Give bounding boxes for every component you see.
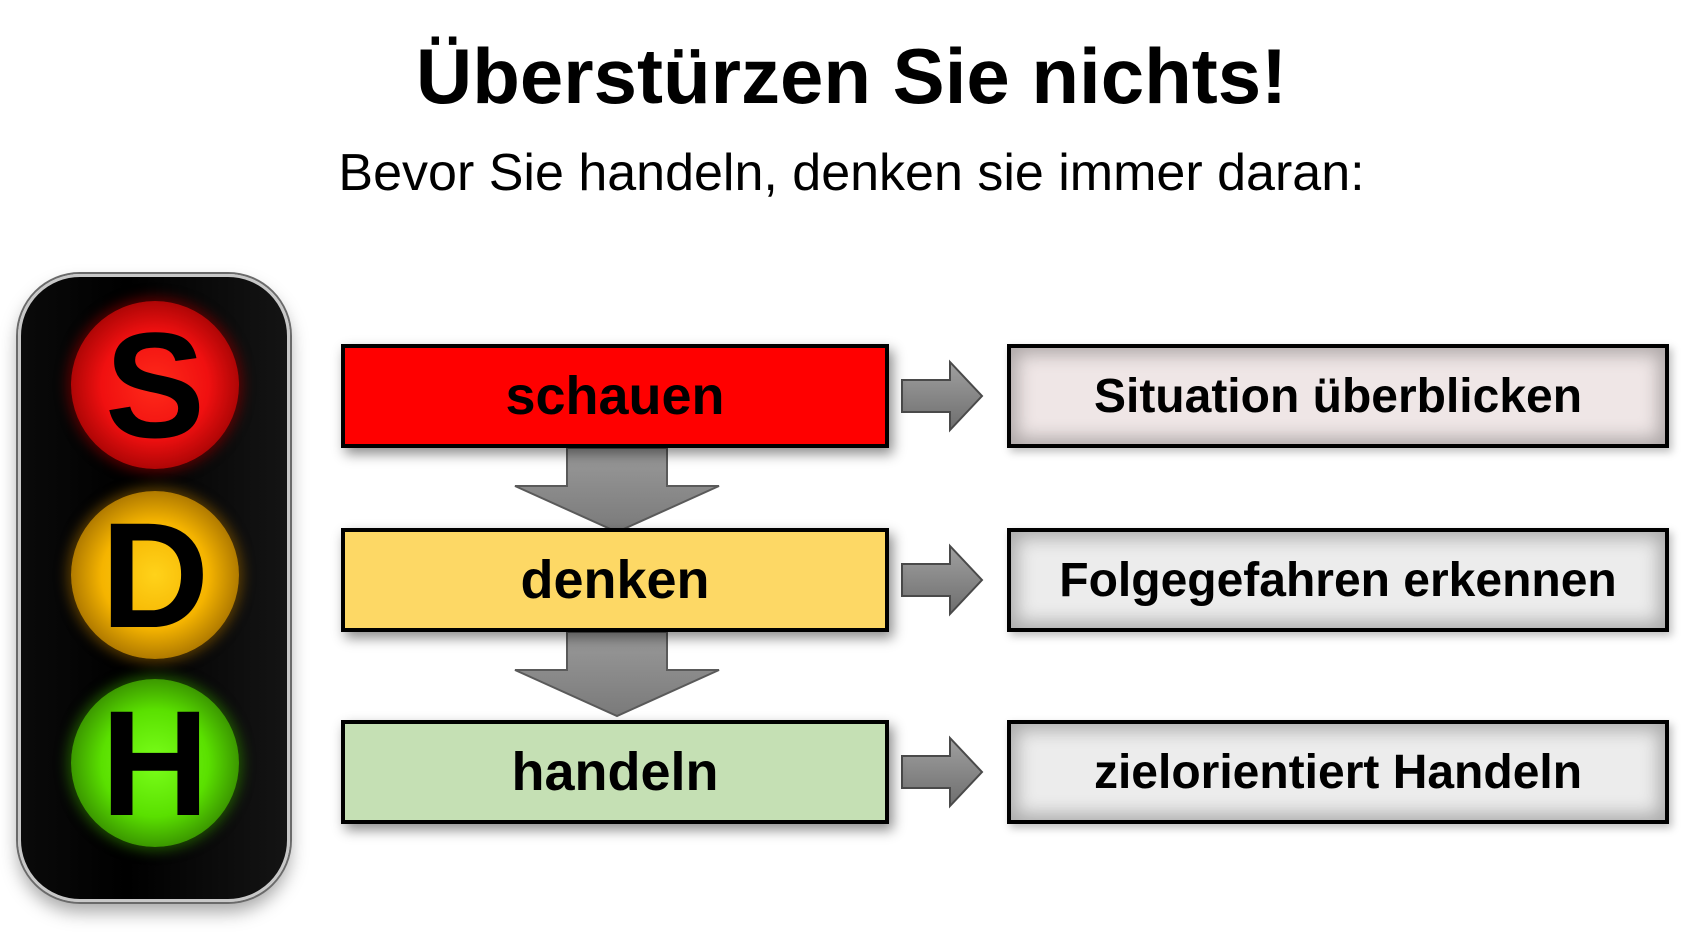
result-situation: Situation überblicken <box>1007 344 1669 448</box>
right-arrow-icon <box>901 735 984 809</box>
page-subtitle: Bevor Sie handeln, denken sie immer dara… <box>338 144 1365 202</box>
yellow-lamp: D <box>71 491 239 659</box>
down-arrow-icon <box>514 447 720 534</box>
page-title: Überstürzen Sie nichts! <box>415 32 1288 120</box>
right-arrow-icon <box>901 543 984 617</box>
lamp-letter-s: S <box>104 301 206 469</box>
result-folgegefahren: Folgegefahren erkennen <box>1007 528 1669 632</box>
right-arrow-icon <box>901 359 984 433</box>
result-zielorientiert: zielorientiert Handeln <box>1007 720 1669 824</box>
step-denken: denken <box>341 528 889 632</box>
down-arrow-icon <box>514 631 720 718</box>
step-handeln: handeln <box>341 720 889 824</box>
traffic-light: S D H <box>18 274 290 902</box>
red-lamp: S <box>71 301 239 469</box>
step-schauen: schauen <box>341 344 889 448</box>
lamp-letter-h: H <box>100 679 210 847</box>
green-lamp: H <box>71 679 239 847</box>
lamp-letter-d: D <box>100 491 210 659</box>
